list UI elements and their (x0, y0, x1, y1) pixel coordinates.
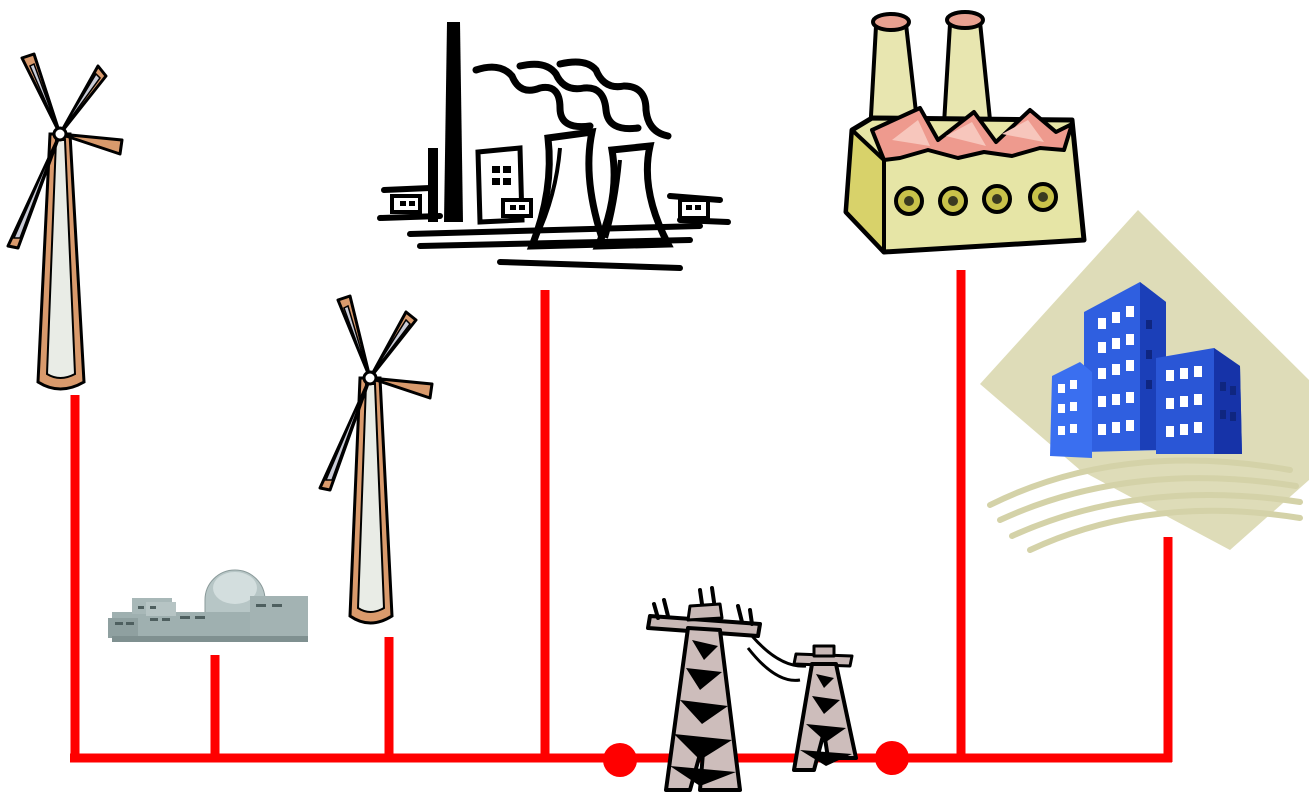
wind-turbine-icon (6, 52, 124, 391)
wind-turbine-icon (318, 294, 434, 625)
nuclear-plant-icon (108, 569, 308, 642)
grid-node-left (603, 743, 637, 777)
power-plant-icon (377, 22, 731, 271)
transmission-tower-icon (646, 586, 858, 792)
office-buildings-icon (980, 210, 1309, 553)
factory-icon (843, 10, 1087, 255)
grid-node-right (875, 741, 909, 775)
